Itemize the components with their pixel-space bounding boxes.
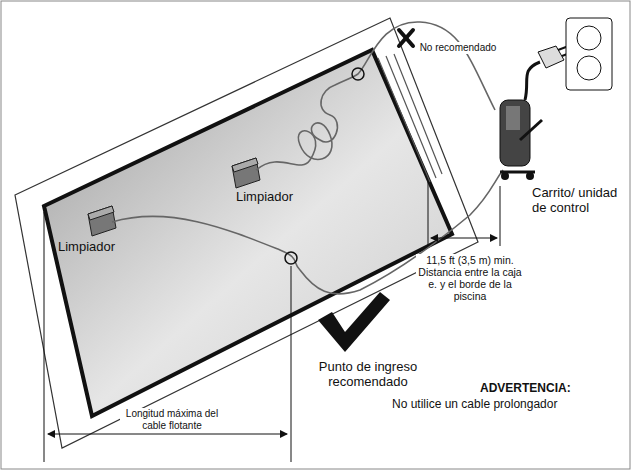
pool-water	[44, 50, 452, 416]
power-cord	[525, 62, 540, 100]
part-label: Limpiador	[236, 190, 316, 205]
length-dimension	[44, 212, 291, 462]
pool-steps	[378, 54, 442, 182]
part-label: Carrito/ unidad de control	[530, 186, 626, 216]
entry-point	[352, 68, 364, 80]
entry-point	[285, 252, 297, 264]
wall-outlet	[566, 18, 612, 90]
check-mark	[318, 292, 390, 352]
warning-heading: ADVERTENCIA:	[480, 382, 600, 396]
part-label: Limpiador	[58, 240, 138, 255]
pool-deck	[15, 18, 478, 448]
dimension-label: Longitud máxima del cable flotante	[120, 408, 224, 431]
cleaner-icon	[232, 158, 260, 188]
warning-note: No recomendado	[416, 42, 500, 54]
callout-label: Punto de ingreso recomendado	[296, 360, 440, 390]
distance-dimension	[428, 182, 500, 246]
cleaner-icon	[88, 206, 116, 236]
control-unit	[500, 100, 542, 180]
x-mark	[399, 30, 413, 46]
dimension-label: 11,5 ft (3,5 m) min. Distancia entre la …	[416, 254, 524, 302]
warning-text: No utilice un cable prolongador	[392, 398, 612, 412]
